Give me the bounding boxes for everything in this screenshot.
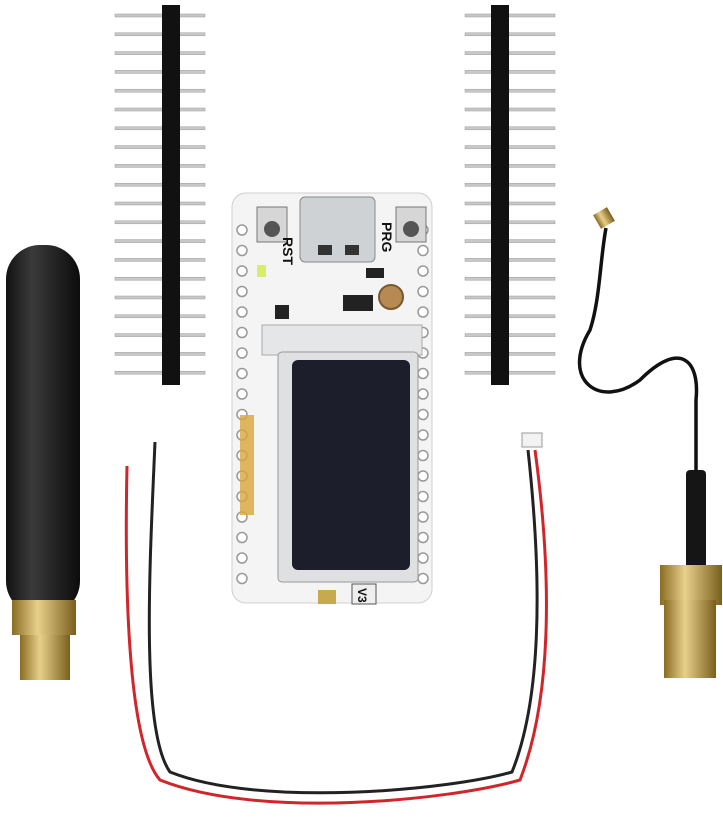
- pin-header-left: [114, 5, 206, 385]
- header-pin: [464, 145, 556, 149]
- ipex-pigtail-cable: [577, 207, 722, 678]
- header-pin: [464, 201, 556, 206]
- pin-hole: [417, 470, 429, 482]
- header-pin: [114, 70, 206, 74]
- header-pin: [464, 314, 556, 319]
- pin-hole: [417, 511, 429, 523]
- pin-hole: [236, 244, 248, 257]
- header-pin: [114, 51, 206, 55]
- pin-hole: [236, 572, 248, 585]
- header-pin: [464, 126, 556, 131]
- pin-hole: [417, 367, 429, 380]
- pin-hole: [417, 449, 429, 462]
- header-pin: [464, 352, 556, 356]
- dev-board: RST PRG V3: [231, 192, 433, 605]
- header-pin: [114, 164, 206, 168]
- pin-hole: [417, 306, 429, 318]
- battery-cable: [124, 432, 548, 805]
- battery-holder: [378, 284, 404, 310]
- pin-hole: [236, 552, 248, 564]
- header-pin: [114, 145, 206, 149]
- header-pin: [464, 370, 556, 375]
- rst-label: RST: [280, 237, 296, 265]
- header-pin: [464, 258, 556, 262]
- pin-hole: [417, 531, 429, 544]
- header-bar: [162, 5, 180, 385]
- header-pin: [114, 32, 206, 37]
- pin-hole: [417, 388, 429, 400]
- pin-hole: [236, 347, 248, 359]
- header-pin: [114, 295, 206, 300]
- pin-hole: [417, 265, 429, 277]
- pin-hole: [417, 408, 429, 421]
- header-pin: [114, 276, 206, 281]
- header-pin: [114, 107, 206, 112]
- header-pin: [114, 239, 206, 243]
- header-pin: [114, 88, 206, 93]
- pin-hole: [417, 429, 429, 441]
- pin-hole: [236, 306, 248, 318]
- header-pin: [114, 352, 206, 356]
- header-pin: [464, 107, 556, 112]
- pin-hole: [417, 490, 429, 503]
- header-pin: [464, 220, 556, 225]
- header-pin: [464, 295, 556, 300]
- pin-hole: [236, 265, 248, 277]
- pin-hole: [236, 367, 248, 380]
- header-pin: [464, 239, 556, 243]
- pin-hole: [236, 326, 248, 339]
- header-pin: [464, 333, 556, 337]
- header-pin: [464, 13, 556, 18]
- header-pin: [114, 201, 206, 206]
- usb-c-port: [299, 196, 376, 263]
- header-pin: [464, 88, 556, 93]
- header-pin: [114, 258, 206, 262]
- rubber-duck-antenna: [6, 245, 80, 680]
- pin-hole: [236, 388, 248, 400]
- header-pin: [114, 314, 206, 319]
- pin-hole: [236, 224, 248, 236]
- led: [257, 265, 266, 277]
- pin-hole: [417, 285, 429, 298]
- pin-hole: [417, 572, 429, 585]
- header-pin: [464, 182, 556, 187]
- header-pin: [464, 32, 556, 37]
- header-pin: [464, 276, 556, 281]
- version-label: V3: [355, 588, 369, 603]
- header-pin: [114, 126, 206, 131]
- pin-hole: [236, 285, 248, 298]
- header-pin: [464, 164, 556, 168]
- header-bar: [491, 5, 509, 385]
- pin-hole: [417, 244, 429, 257]
- header-pin: [114, 370, 206, 375]
- header-pin: [114, 13, 206, 18]
- pin-hole: [236, 531, 248, 544]
- jst-connector: [521, 432, 543, 448]
- header-pin: [464, 70, 556, 74]
- header-pin: [114, 182, 206, 187]
- prg-label: PRG: [379, 222, 395, 252]
- header-pin: [114, 220, 206, 225]
- oled-screen: [292, 360, 410, 570]
- pin-header-right: [464, 5, 556, 385]
- header-pin: [464, 51, 556, 55]
- pin-hole: [417, 552, 429, 564]
- header-pin: [114, 333, 206, 337]
